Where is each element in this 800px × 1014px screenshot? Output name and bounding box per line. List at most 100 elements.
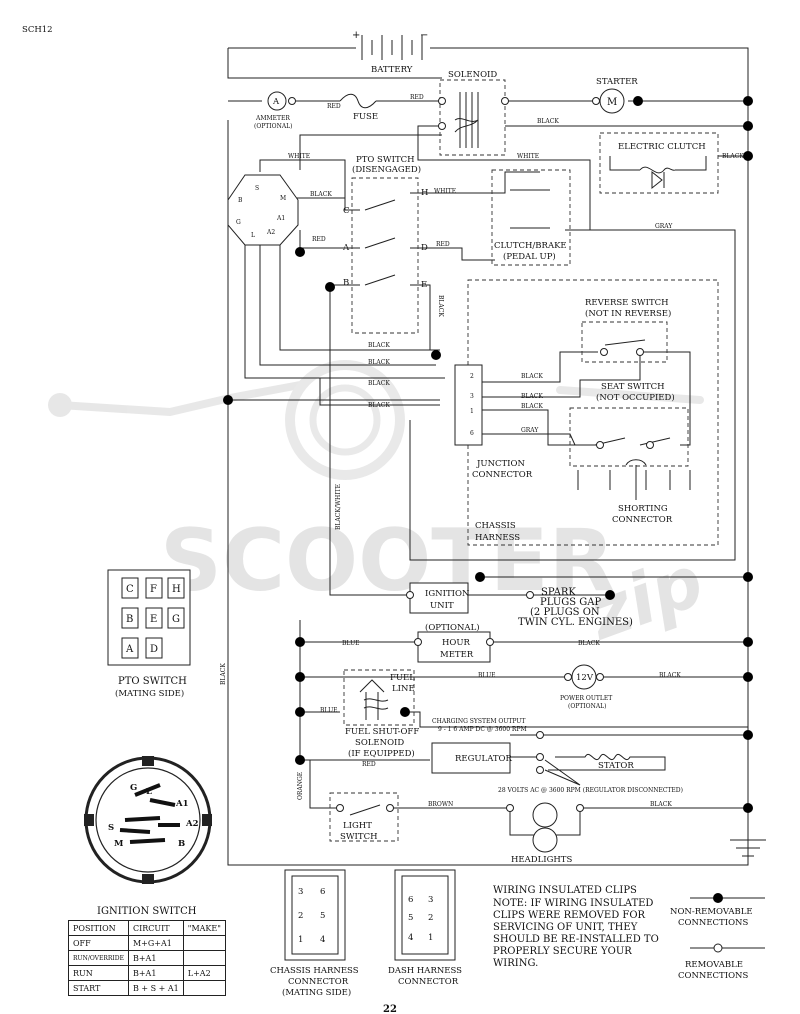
ignition-unit-label-1: IGNITION — [425, 589, 470, 599]
light-switch: LIGHT SWITCH — [329, 792, 399, 842]
chassis-harness: CHASSIS HARNESS — [467, 279, 719, 546]
solenoid: SOLENOID — [439, 70, 506, 156]
table-row: START B + S + A1 — [68, 980, 226, 996]
starter-symbol: M — [607, 97, 617, 108]
svg-text:TWIN CYL. ENGINES): TWIN CYL. ENGINES) — [518, 617, 633, 628]
svg-text:RED: RED — [436, 241, 450, 248]
svg-text:NOTE: IF WIRING INSULATED: NOTE: IF WIRING INSULATED — [493, 898, 653, 909]
ammeter-symbol: A — [272, 97, 280, 107]
svg-text:A: A — [125, 644, 134, 655]
table-cell: RUN/OVERRIDE — [68, 950, 129, 966]
svg-text:CONNECTOR: CONNECTOR — [398, 977, 459, 987]
table-row: RUN/OVERRIDE B+A1 — [68, 950, 226, 966]
svg-text:RED: RED — [410, 94, 424, 101]
electric-clutch: ELECTRIC CLUTCH — [599, 132, 719, 194]
ignition-switch-schematic: S B M A1 A2 L G — [227, 174, 299, 246]
svg-text:CHASSIS HARNESS: CHASSIS HARNESS — [270, 966, 359, 976]
reverse-switch-label-2: (NOT IN REVERSE) — [585, 308, 671, 319]
svg-text:A2: A2 — [185, 819, 199, 829]
svg-text:SPARK: SPARK — [541, 587, 576, 598]
svg-text:WHITE: WHITE — [288, 153, 310, 160]
table-cell: RUN — [68, 965, 129, 981]
fuse-label: FUSE — [353, 112, 378, 122]
shorting-connector-label-2: CONNECTOR — [612, 515, 673, 525]
svg-text:BLACK: BLACK — [722, 153, 744, 160]
svg-text:CONNECTOR: CONNECTOR — [288, 977, 349, 987]
starter: M STARTER — [596, 77, 638, 114]
hour-meter: (OPTIONAL) HOUR METER — [417, 622, 491, 663]
svg-text:RED: RED — [312, 236, 326, 243]
svg-text:6: 6 — [408, 895, 413, 905]
svg-text:BLACK/WHITE: BLACK/WHITE — [335, 484, 342, 530]
table-header-cell: CIRCUIT — [127, 920, 184, 936]
power-outlet-symbol: 12V — [576, 673, 594, 683]
chassis-harness-label-1: CHASSIS — [475, 521, 516, 531]
pto-label-2: (DISENGAGED) — [352, 164, 421, 175]
svg-text:(OPTIONAL): (OPTIONAL) — [425, 622, 480, 633]
svg-text:BLACK: BLACK — [537, 118, 559, 125]
table-cell: L+A2 — [182, 965, 226, 981]
page-number: 22 — [383, 1004, 397, 1014]
svg-text:POWER OUTLET: POWER OUTLET — [560, 695, 612, 702]
svg-text:SERVICING OF UNIT, THEY: SERVICING OF UNIT, THEY — [493, 922, 638, 933]
pto-mating-title: PTO SWITCH — [118, 676, 187, 687]
svg-text:D: D — [150, 644, 158, 655]
svg-text:3: 3 — [428, 895, 433, 905]
table-row: RUN B+A1 L+A2 — [68, 965, 226, 981]
table-header-row: POSITION CIRCUIT "MAKE" — [68, 920, 226, 936]
svg-text:WIRING INSULATED CLIPS: WIRING INSULATED CLIPS — [493, 885, 637, 896]
svg-text:C: C — [343, 206, 350, 216]
junction-label-2: CONNECTOR — [472, 470, 533, 480]
svg-text:LINE: LINE — [392, 684, 415, 694]
svg-text:B: B — [126, 614, 133, 625]
svg-text:4: 4 — [320, 935, 325, 945]
svg-text:M: M — [280, 195, 286, 202]
svg-text:BLACK: BLACK — [310, 191, 332, 198]
svg-text:BLUE: BLUE — [320, 707, 338, 714]
svg-text:5: 5 — [320, 911, 325, 921]
svg-text:BLACK: BLACK — [368, 380, 390, 387]
svg-text:3: 3 — [298, 887, 303, 897]
seat-switch-label-2: (NOT OCCUPIED) — [596, 392, 675, 403]
svg-text:C: C — [126, 584, 134, 595]
main-wires — [227, 47, 766, 866]
table-cell: B + S + A1 — [127, 980, 184, 996]
fuel-shutoff: FUEL LINE FUEL SHUT-OFF SOLENOID (IF EQU… — [343, 669, 419, 759]
stator-label: STATOR — [598, 761, 634, 771]
svg-text:BLACK: BLACK — [521, 403, 543, 410]
svg-text:H: H — [172, 584, 181, 595]
svg-text:PLUGS GAP: PLUGS GAP — [540, 597, 601, 608]
svg-text:FUEL: FUEL — [390, 673, 415, 683]
power-outlet: 12V POWER OUTLET (OPTIONAL) — [560, 664, 612, 710]
svg-text:B: B — [238, 197, 243, 204]
svg-text:1: 1 — [298, 935, 303, 945]
svg-text:RED: RED — [327, 103, 341, 110]
svg-text:REMOVABLE: REMOVABLE — [685, 960, 743, 970]
svg-text:CLIPS WERE REMOVED FOR: CLIPS WERE REMOVED FOR — [493, 910, 646, 921]
svg-text:(OPTIONAL): (OPTIONAL) — [568, 703, 607, 710]
svg-text:BROWN: BROWN — [428, 801, 453, 808]
svg-text:(IF EQUIPPED): (IF EQUIPPED) — [348, 748, 415, 759]
seat-switch-label-1: SEAT SWITCH — [601, 382, 665, 392]
battery-label: BATTERY — [371, 65, 413, 75]
battery: + − BATTERY — [352, 30, 428, 75]
svg-text:A1: A1 — [276, 215, 285, 222]
svg-text:SHOULD BE RE-INSTALLED TO: SHOULD BE RE-INSTALLED TO — [493, 934, 659, 945]
svg-text:F: F — [150, 584, 157, 595]
svg-text:9 - 1 6 AMP DC @ 3600 RPM: 9 - 1 6 AMP DC @ 3600 RPM — [438, 726, 527, 733]
table-cell: OFF — [68, 935, 129, 951]
solenoid-label: SOLENOID — [448, 70, 497, 80]
table-cell — [182, 935, 226, 951]
stator-note: 28 VOLTS AC @ 3600 RPM (REGULATOR DISCON… — [498, 787, 683, 794]
svg-text:WIRING.: WIRING. — [493, 958, 538, 969]
pto-mating-subtitle: (MATING SIDE) — [115, 688, 184, 699]
svg-text:DASH HARNESS: DASH HARNESS — [388, 966, 462, 976]
reverse-switch-label-1: REVERSE SWITCH — [585, 298, 669, 308]
svg-text:BLACK: BLACK — [368, 402, 390, 409]
svg-text:BLACK: BLACK — [368, 359, 390, 366]
svg-text:2: 2 — [428, 913, 433, 923]
svg-text:GRAY: GRAY — [521, 427, 539, 434]
svg-text:BLACK: BLACK — [578, 640, 600, 647]
svg-text:G: G — [130, 783, 137, 793]
